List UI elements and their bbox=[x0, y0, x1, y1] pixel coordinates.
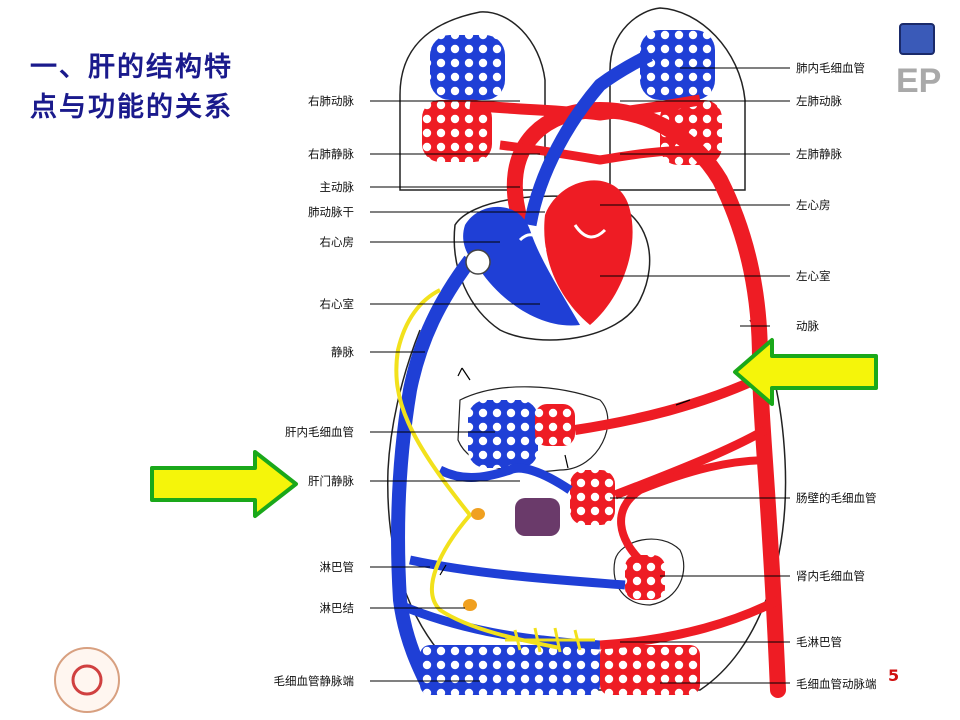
lymph-capillary-net bbox=[505, 627, 595, 653]
label-right-pulmonary-vein: 右肺静脉 bbox=[308, 147, 354, 161]
page-number: 5 bbox=[888, 666, 900, 685]
lymph-node-mark bbox=[463, 599, 477, 611]
label-pulmonary-trunk: 肺动脉干 bbox=[308, 205, 354, 219]
flow-arrow bbox=[439, 564, 447, 576]
logo-box-icon bbox=[899, 23, 935, 55]
label-left-ventricle: 左心室 bbox=[796, 269, 831, 283]
seal-emblem-icon bbox=[71, 664, 103, 696]
right-heart bbox=[463, 206, 580, 326]
ep-logo: EP bbox=[894, 10, 954, 100]
label-right-pulmonary-artery: 右肺动脉 bbox=[308, 94, 354, 108]
right-highlight-arrow bbox=[733, 338, 878, 406]
label-lymph-node: 淋巴结 bbox=[320, 601, 355, 615]
label-left-pulmonary-vein: 左肺静脉 bbox=[796, 147, 842, 161]
label-right-ventricle: 右心室 bbox=[320, 297, 355, 311]
hepatic-artery-vessel bbox=[574, 375, 758, 435]
right-lung-arterial-capillaries bbox=[422, 100, 492, 162]
flow-arrow bbox=[564, 454, 569, 469]
liver-arterial-net bbox=[535, 404, 575, 446]
label-right-atrium: 右心房 bbox=[320, 235, 355, 249]
label-intestinal-capillary: 肠壁的毛细血管 bbox=[796, 491, 877, 505]
label-capillary-venous-end: 毛细血管静脉端 bbox=[274, 674, 355, 688]
lymph-vessel-path bbox=[394, 288, 561, 650]
pulmonary-arteries-vessel bbox=[469, 94, 701, 121]
portal-vein-vessel bbox=[437, 463, 573, 494]
pulmonary-veins-vessel bbox=[499, 140, 701, 165]
label-left-pulmonary-artery: 左肺动脉 bbox=[796, 94, 842, 108]
label-capillary-arterial-end: 毛细血管动脉端 bbox=[796, 677, 877, 691]
right-lung-venous-capillaries bbox=[430, 35, 505, 100]
kidney-capillaries bbox=[625, 555, 665, 600]
lower-artery-vessel bbox=[599, 596, 781, 650]
label-artery: 动脉 bbox=[796, 319, 819, 333]
label-lymph-capillary: 毛淋巴管 bbox=[796, 635, 842, 649]
pulmonary-trunk-vessel bbox=[523, 49, 653, 227]
renal-vein-vessel bbox=[409, 555, 626, 590]
heart-valves bbox=[518, 224, 607, 251]
label-kidney-capillary: 肾内毛细血管 bbox=[796, 569, 865, 583]
label-left-atrium: 左心房 bbox=[796, 198, 831, 212]
lymph-node-mark-2 bbox=[471, 508, 485, 520]
left-lung-venous-capillaries bbox=[640, 30, 715, 100]
logo-text: EP bbox=[896, 62, 941, 100]
intestine-segment bbox=[515, 498, 560, 536]
left-heart bbox=[544, 180, 633, 325]
systemic-arterial-capillaries bbox=[600, 645, 700, 695]
label-lymph-vessel: 淋巴管 bbox=[320, 560, 355, 574]
sa-node bbox=[465, 249, 491, 275]
vena-cava-vessel bbox=[391, 255, 476, 694]
left-highlight-arrow bbox=[150, 450, 298, 518]
liver-venous-net bbox=[468, 400, 538, 468]
label-vein: 静脉 bbox=[331, 345, 354, 359]
institution-seal bbox=[52, 645, 122, 715]
slide-title: 一、肝的结构特点与功能的关系 bbox=[30, 52, 233, 123]
intestine-capillaries bbox=[570, 470, 615, 525]
label-aorta: 主动脉 bbox=[320, 180, 355, 194]
renal-artery-vessel bbox=[617, 456, 771, 563]
flow-arrow bbox=[457, 367, 471, 381]
label-liver-capillary: 肝内毛细血管 bbox=[285, 425, 354, 439]
intestine-artery-vessel bbox=[613, 426, 768, 500]
flow-arrow bbox=[675, 399, 691, 406]
systemic-venous-capillaries bbox=[420, 645, 600, 695]
label-lung-capillary: 肺内毛细血管 bbox=[796, 61, 865, 75]
label-hepatic-portal-vein: 肝门静脉 bbox=[308, 474, 354, 488]
